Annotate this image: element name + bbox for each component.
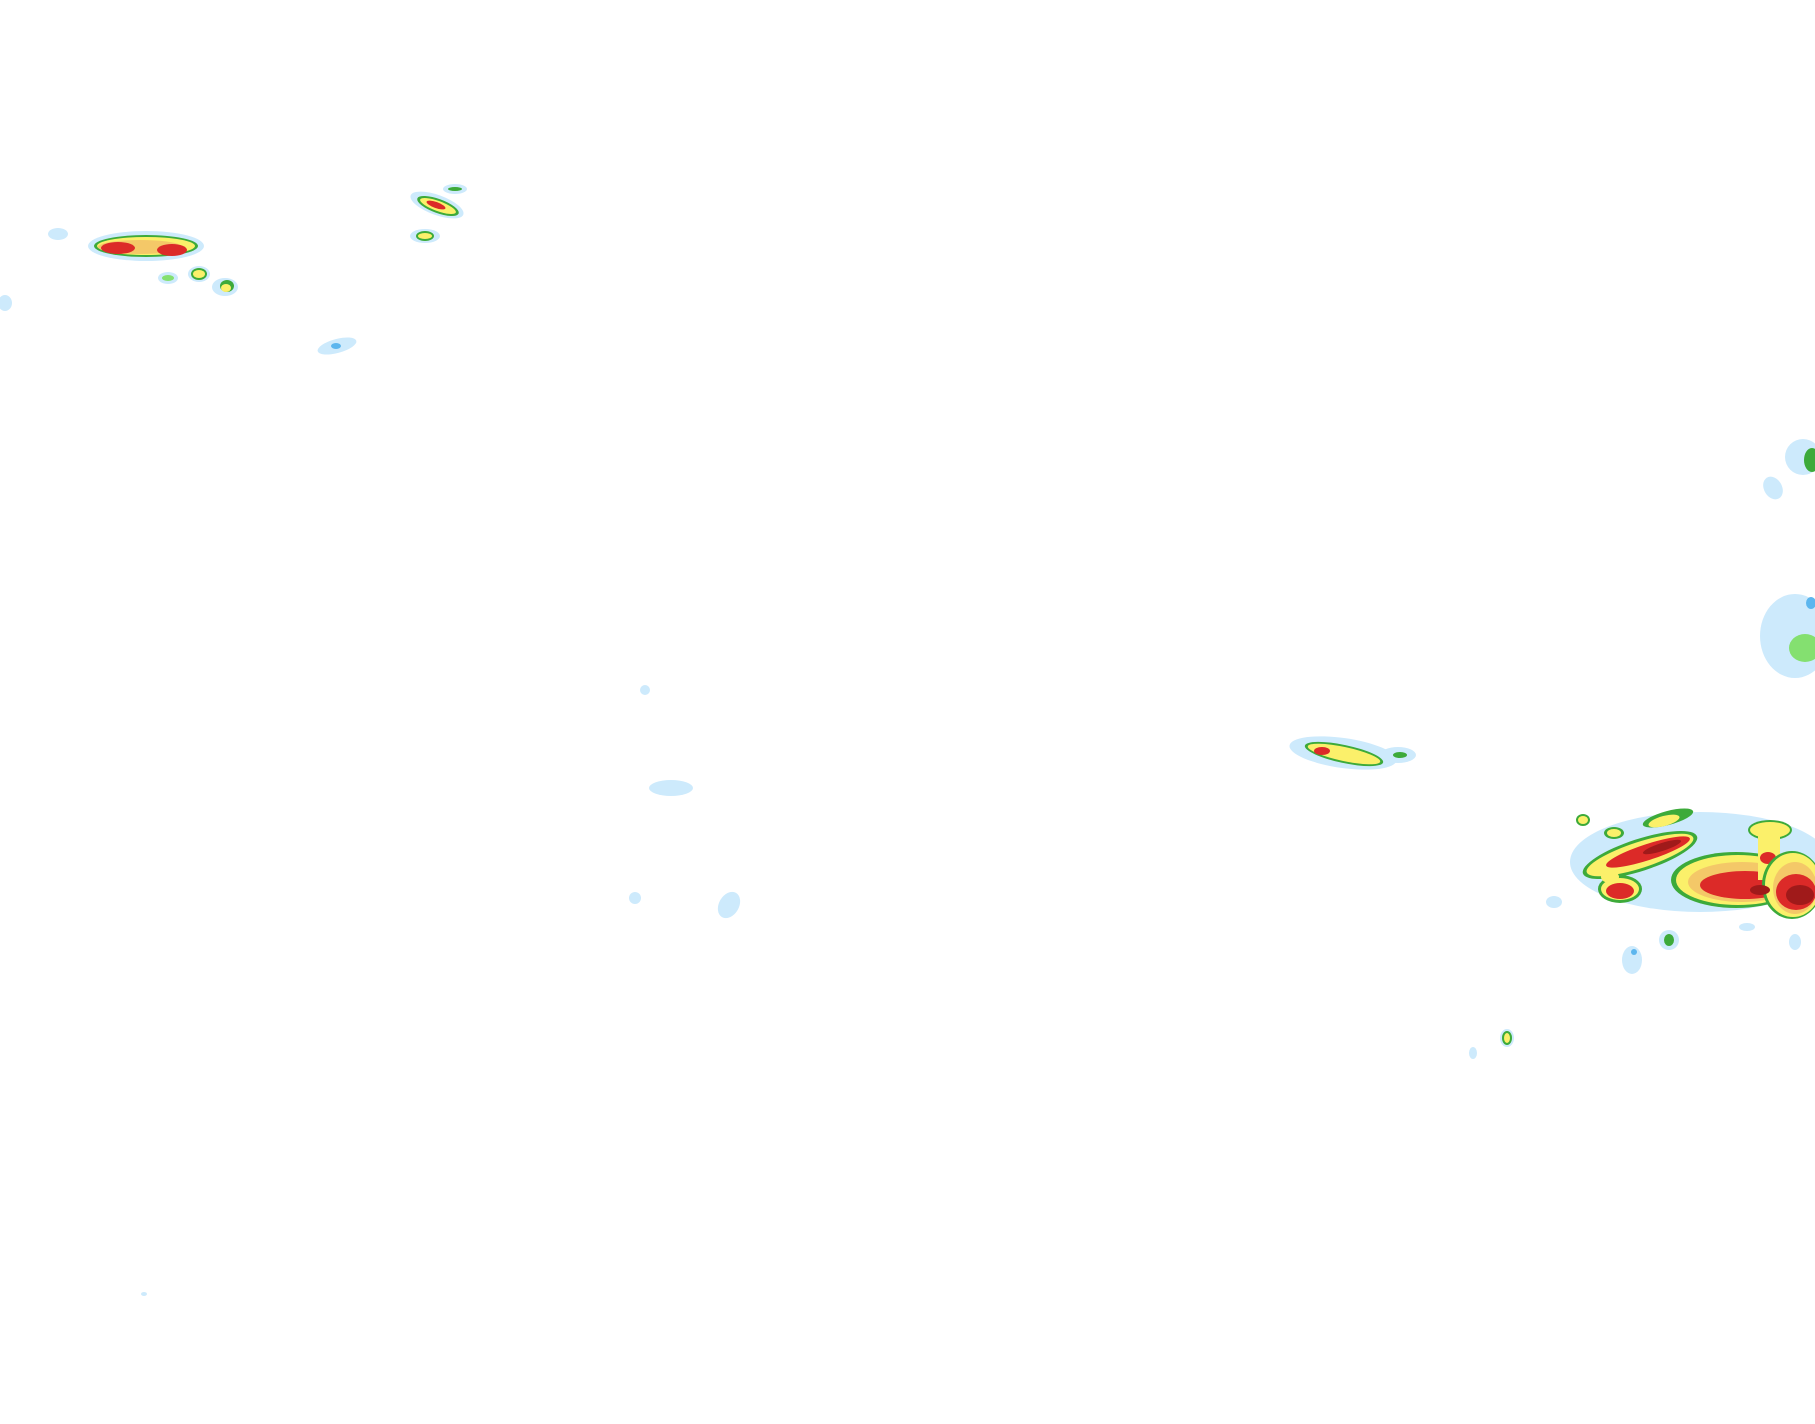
precip-cell-north (410, 184, 467, 243)
precip-cluster-southeast (1546, 808, 1815, 974)
precip-cell-northwest (0, 228, 357, 355)
precip-cell-south (1469, 1029, 1514, 1059)
precip-scattered-center (141, 685, 741, 1296)
precip-cell-east-central (1289, 736, 1416, 770)
precip-cell-east-edge (1760, 439, 1815, 678)
